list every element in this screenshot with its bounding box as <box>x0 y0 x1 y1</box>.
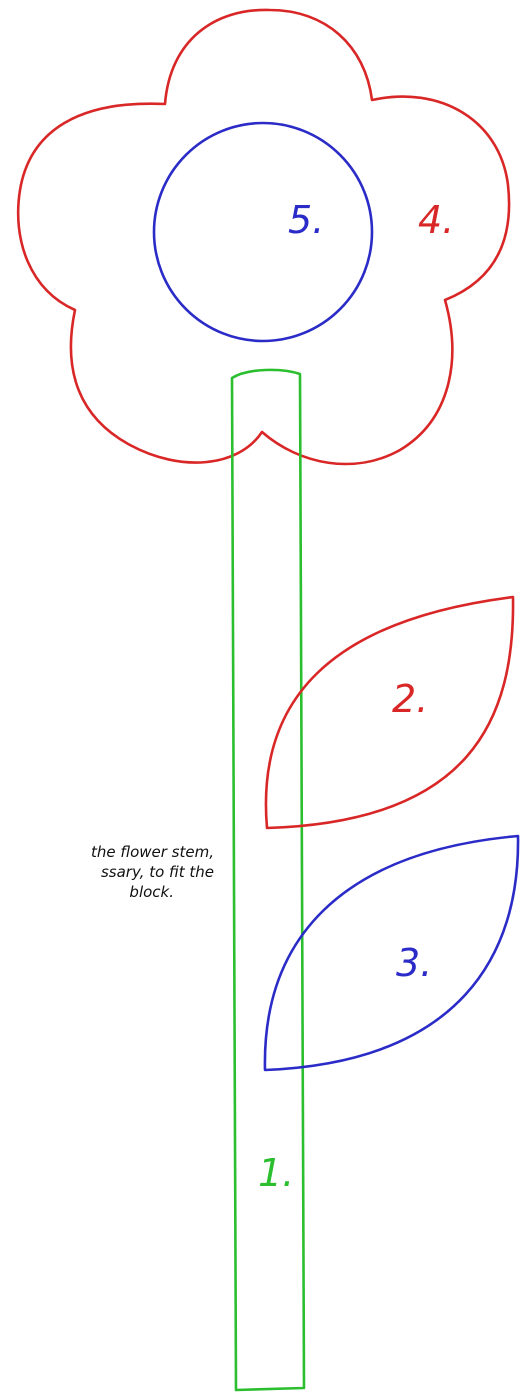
stem-outline <box>230 368 306 1392</box>
instruction-note: the flower stem, ssary, to fit the block… <box>0 842 214 902</box>
instruction-note-line: the flower stem, <box>91 843 214 861</box>
piece-label-1: 1. <box>258 1151 294 1195</box>
piece-label-3: 3. <box>396 941 432 985</box>
piece-label-5: 5. <box>288 198 324 242</box>
instruction-note-line: ssary, to fit the <box>100 863 214 881</box>
piece-label-4: 4. <box>418 198 454 242</box>
piece-label-2: 2. <box>392 677 428 721</box>
lower-leaf-outline <box>263 834 520 1072</box>
flower-center-outline <box>152 121 374 343</box>
flower-petals-outline <box>16 8 511 466</box>
instruction-note-line: block. <box>129 883 174 901</box>
upper-leaf-outline <box>264 595 515 830</box>
